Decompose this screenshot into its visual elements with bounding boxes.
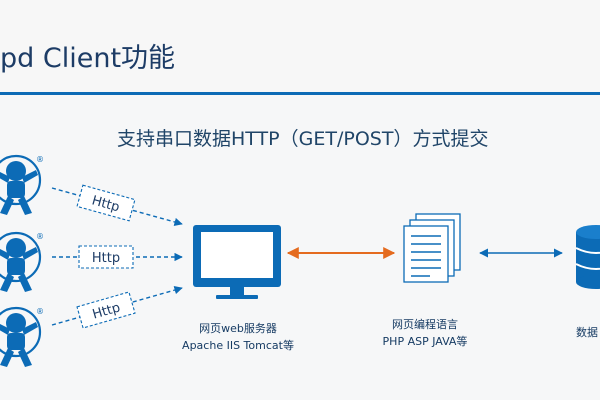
language-label-line2: PHP ASP JAVA等	[382, 335, 468, 348]
http-arrow-2: Http	[52, 245, 183, 269]
client-user-3: ®	[0, 306, 44, 367]
client-user-1: ®	[0, 154, 44, 215]
registered-mark: ®	[36, 232, 44, 241]
http-label: Http	[92, 251, 120, 266]
registered-mark: ®	[36, 307, 44, 316]
database-icon	[575, 225, 600, 289]
client-user-2: ®	[0, 231, 44, 292]
web-server-label-line2: Apache IIS Tomcat等	[182, 339, 294, 352]
registered-mark: ®	[36, 155, 44, 164]
language-label-line1: 网页编程语言	[392, 318, 458, 331]
database-label: 数据	[576, 324, 600, 341]
monitor-icon	[193, 225, 281, 299]
database-label-line1: 数据	[576, 326, 598, 339]
header-divider	[0, 92, 600, 95]
web-server-label-line1: 网页web服务器	[199, 322, 277, 335]
header-band: pd Client功能	[0, 0, 600, 96]
http-arrow-1: Http	[51, 184, 183, 227]
http-label: Http	[90, 193, 121, 215]
diagram-subtitle: 支持串口数据HTTP（GET/POST）方式提交	[117, 128, 489, 150]
documents-icon	[403, 213, 461, 283]
http-arrow-3: Http	[51, 286, 183, 329]
web-server-label: 网页web服务器 Apache IIS Tomcat等	[168, 320, 308, 354]
http-label: Http	[91, 300, 122, 322]
language-label: 网页编程语言 PHP ASP JAVA等	[370, 316, 480, 350]
page-title: pd Client功能	[0, 43, 176, 74]
